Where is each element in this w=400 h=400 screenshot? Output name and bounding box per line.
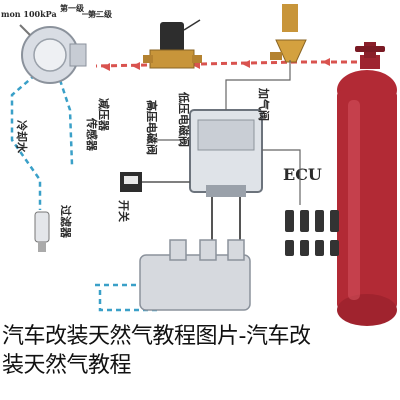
pressure-label: mon 100kPa [1,9,57,19]
caption-line-2: 装天然气教程 [2,353,132,378]
sensor-label: 传感器 [85,117,99,152]
fill-valve [270,4,307,63]
filter-label: 过滤器 [59,205,73,239]
high-pressure-solenoid-valve [143,19,202,69]
filter [34,211,50,252]
gas-cylinder [337,42,397,326]
switch-label: 开关 [117,200,131,222]
solenoid-low-label: 低压电磁阀 [177,91,191,147]
ecu-unit [189,109,263,255]
reducer-label: 减压器 [97,98,111,132]
main-valve-label: 高压电磁阀 [145,100,159,155]
stage-two-label: 第二级 [88,9,113,19]
coolant-label: 冷却水 [15,120,29,154]
image-caption: 汽车改装天然气教程图片-汽车改 装天然气教程 [2,322,398,380]
coolant-line [10,74,160,312]
stage-one-label: 第一级 [60,3,85,13]
switch-box [120,172,190,192]
wiring [149,60,301,205]
injector-connectors [285,210,339,256]
gas-flow-arrows [102,58,330,71]
fill-valve-label: 加气阀 [257,87,271,121]
ecu-label: ECU [283,165,322,184]
gas-line [95,40,357,68]
pressure-reducer [19,24,87,84]
caption-line-1: 汽车改装天然气教程图片-汽车改 [2,324,311,349]
engine-intake [139,239,251,311]
